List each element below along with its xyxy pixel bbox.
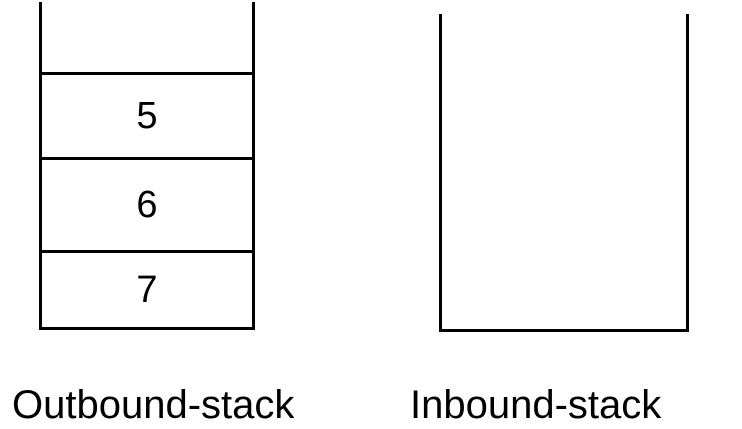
stack-cell-value: 6	[136, 183, 158, 226]
inbound-stack-label: Inbound-stack	[410, 383, 662, 427]
stack-cell-value: 7	[136, 268, 158, 311]
stack-cell: 7	[42, 250, 252, 327]
outbound-stack-label: Outbound-stack	[12, 383, 295, 427]
inbound-stack-container	[439, 14, 689, 332]
stack-cell: 5	[42, 72, 252, 157]
stack-cell: 6	[42, 157, 252, 250]
stack-cell-value: 5	[136, 94, 158, 137]
outbound-stack-container: 5 6 7	[39, 2, 255, 330]
